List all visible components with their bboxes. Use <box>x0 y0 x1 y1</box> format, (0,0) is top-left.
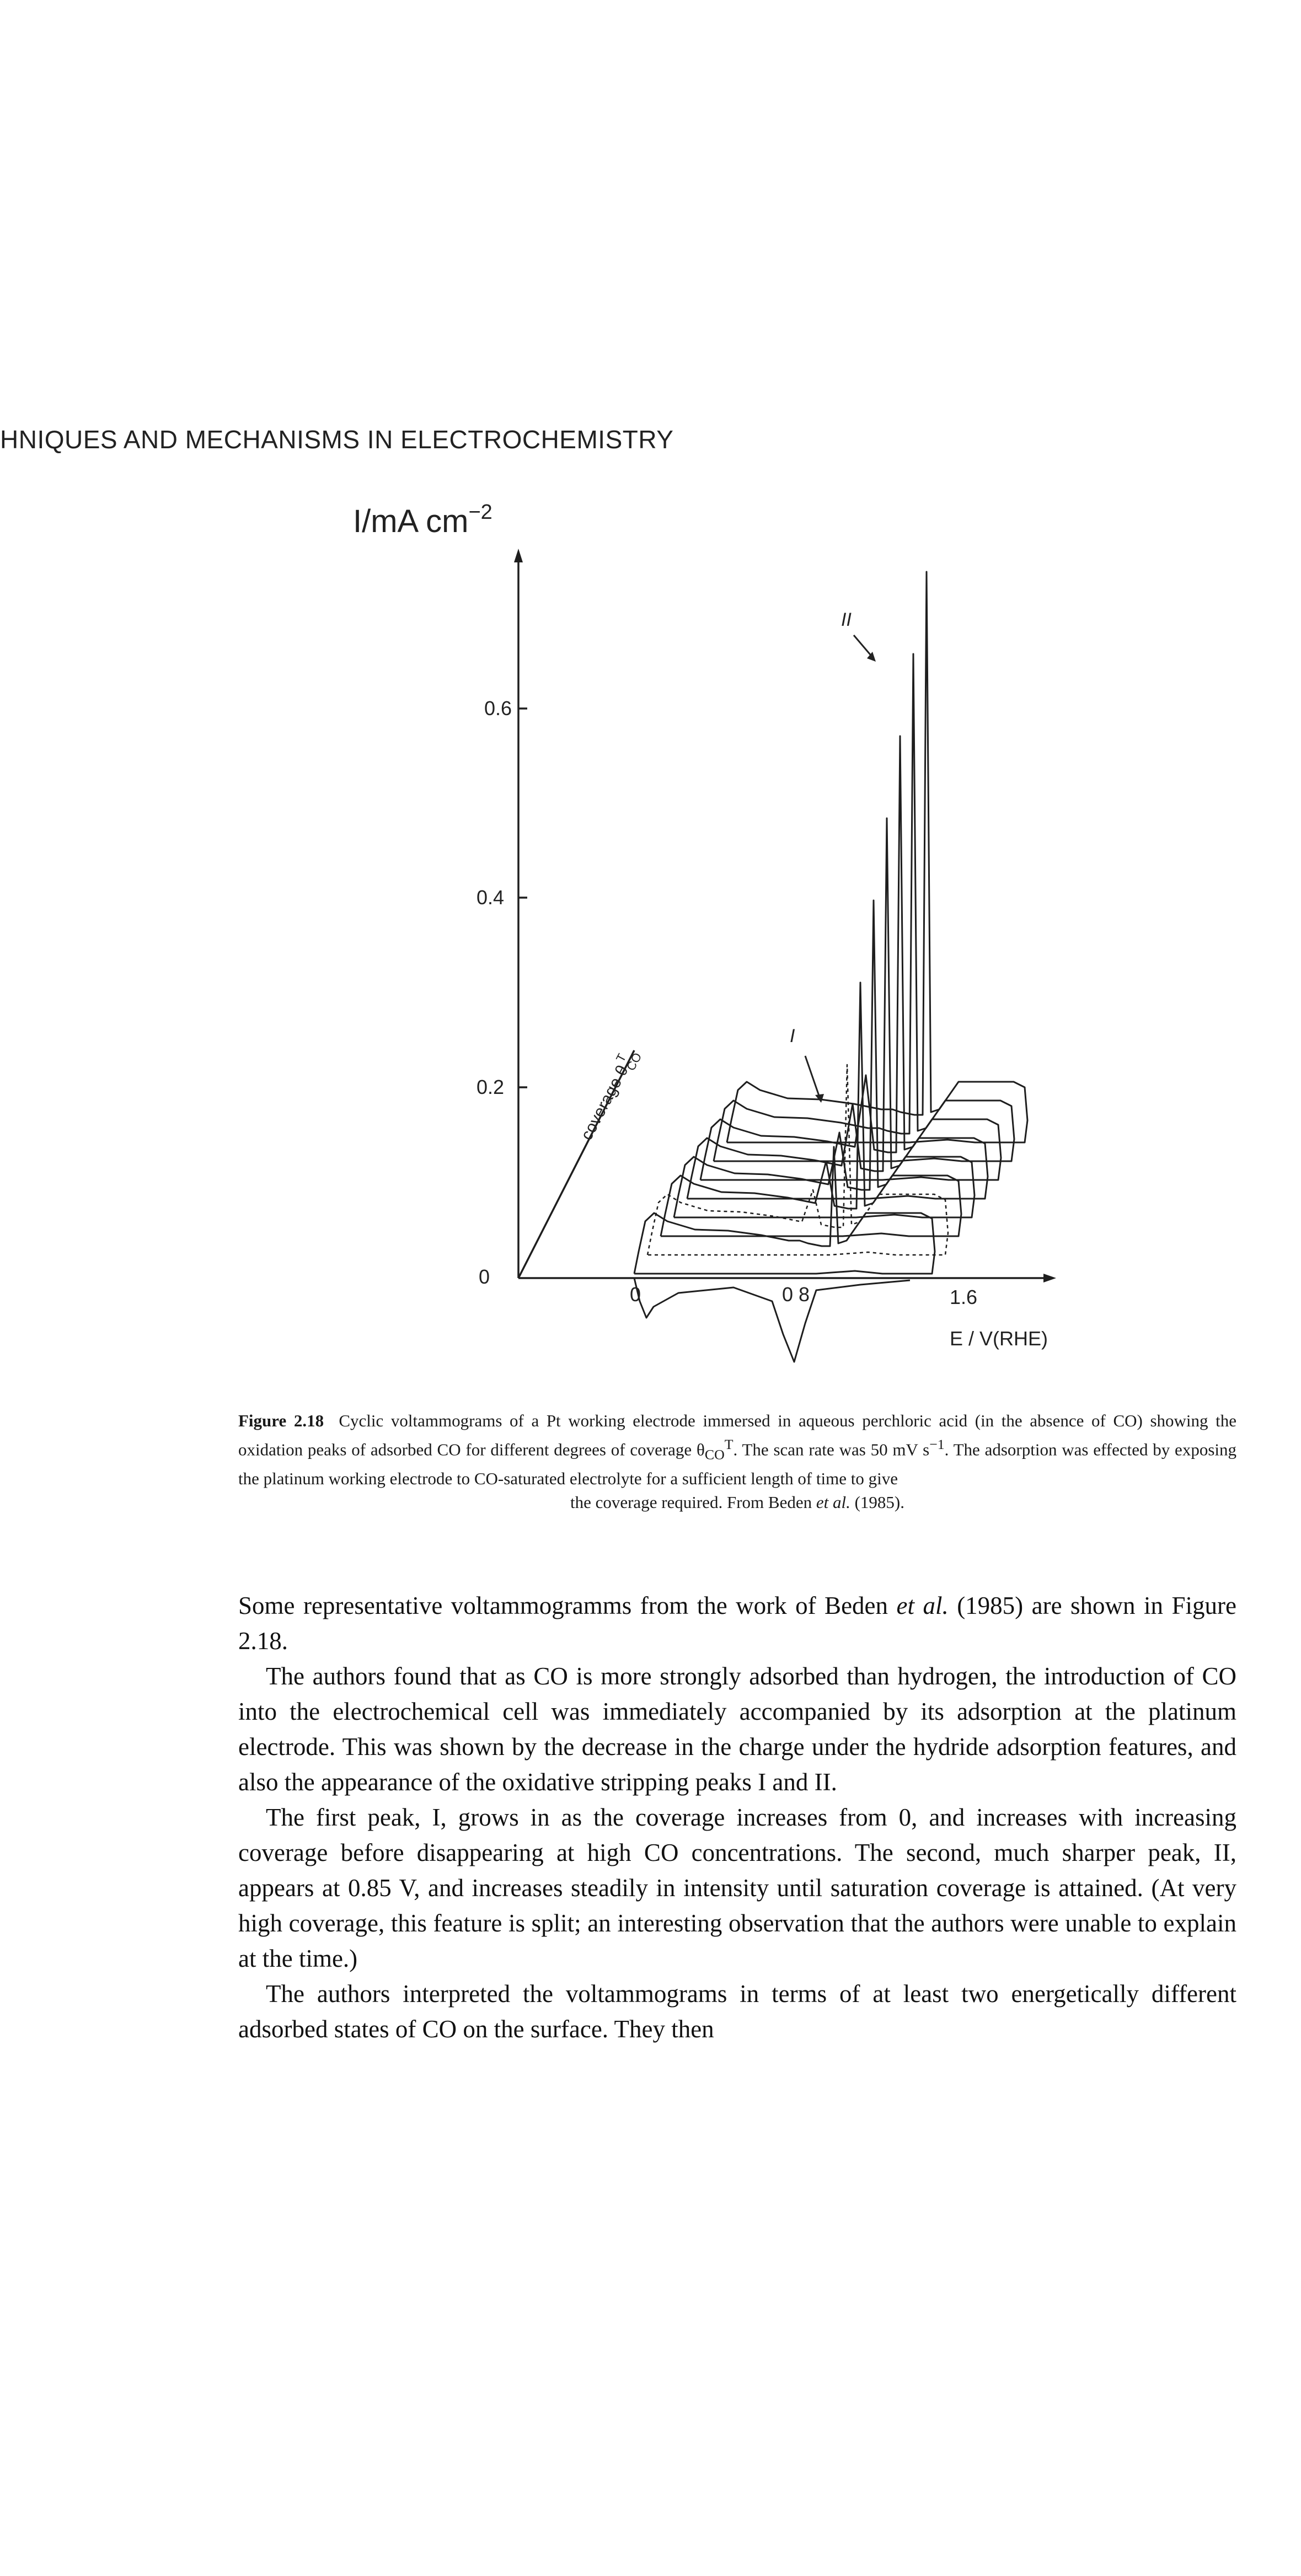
paragraph: The first peak, I, grows in as the cover… <box>238 1804 1236 1972</box>
peak-label-I: I <box>790 1026 795 1046</box>
running-head: HNIQUES AND MECHANISMS IN ELECTROCHEMIST… <box>0 425 674 454</box>
coverage-axis <box>517 1050 635 1279</box>
x-axis-arrow <box>1043 1274 1056 1282</box>
cathodic-sweep <box>633 1278 911 1363</box>
paragraph: The authors interpreted the voltammogram… <box>238 1980 1236 2043</box>
voltammogram-curve <box>686 817 989 1200</box>
peak-I-arrow <box>804 1055 821 1098</box>
voltammogram-curve <box>660 981 962 1237</box>
voltammogram-figure: I/mA cm−2 0.6 0.4 0.2 0 0 0 8 1.6 E / V(… <box>353 501 1056 1363</box>
figure-caption: Figure 2.18 Cyclic voltammograms of a Pt… <box>238 1411 1237 1512</box>
y-tick-label: 0.6 <box>484 697 512 720</box>
peak-label-II: II <box>841 609 852 630</box>
peak-II-arrowhead <box>867 652 876 662</box>
y-axis-arrow <box>514 549 523 562</box>
voltammogram-curve <box>633 1146 936 1275</box>
voltammogram-curve <box>646 1064 949 1256</box>
y-tick-label: 0.4 <box>477 886 504 909</box>
paragraph: Some representative voltammogramms from … <box>238 1592 1236 1655</box>
y-tick-label: 0.2 <box>477 1076 504 1098</box>
body-text: Some representative voltammogramms from … <box>238 1588 1236 2047</box>
voltammogram-curve <box>726 571 1029 1144</box>
x-tick-label: 0 8 <box>782 1283 810 1306</box>
voltammogram-curve <box>713 653 1015 1162</box>
y-tick-label: 0 <box>479 1265 490 1288</box>
peak-I-arrowhead <box>815 1094 824 1103</box>
voltammogram-curves <box>633 571 1029 1363</box>
x-axis-label: E / V(RHE) <box>950 1327 1048 1350</box>
x-tick-label: 0 <box>630 1283 641 1306</box>
caption-label: Figure 2.18 <box>238 1411 324 1430</box>
x-ticks: 0 0 8 1.6 E / V(RHE) <box>630 1283 1048 1350</box>
peak-II-arrow <box>853 635 874 658</box>
y-ticks: 0.6 0.4 0.2 0 <box>477 697 527 1288</box>
paragraph: The authors found that as CO is more str… <box>238 1662 1236 1796</box>
x-tick-label: 1.6 <box>950 1286 977 1308</box>
y-axis-label: I/mA cm−2 <box>353 501 492 539</box>
voltammogram-curve <box>699 735 1002 1181</box>
coverage-label: coverage θCOT <box>574 1044 644 1145</box>
voltammogram-curve <box>673 899 976 1219</box>
